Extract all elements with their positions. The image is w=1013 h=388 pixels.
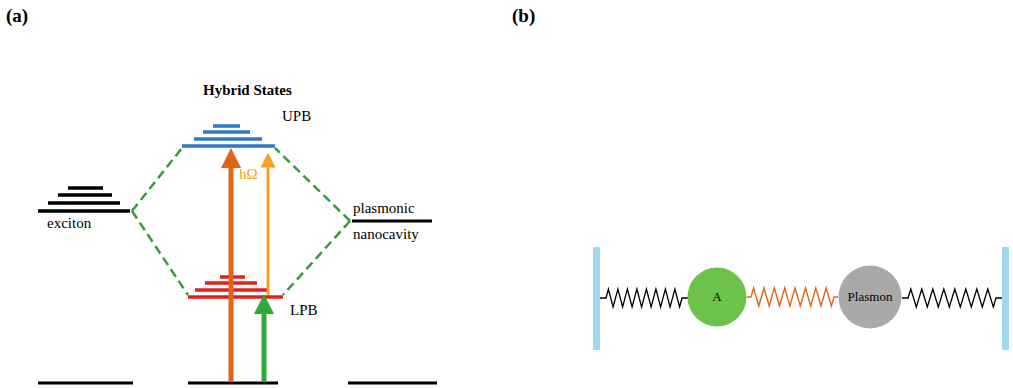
node-label: Plasmon [848, 289, 893, 305]
pump-arrow [229, 158, 234, 381]
coupling-spring [747, 288, 838, 306]
photon-energy: hΩ [239, 166, 258, 183]
ground-levels [38, 382, 437, 385]
wall [593, 247, 600, 350]
upb-levels [182, 126, 275, 146]
branch-label: LPB [290, 302, 318, 319]
panel-label: (a) [6, 5, 28, 27]
exciton-levels [38, 188, 130, 211]
panel-label: (b) [512, 5, 535, 27]
wall [1002, 247, 1009, 350]
spring [600, 289, 688, 307]
coupling-dashes [132, 148, 350, 295]
plasmon-level [352, 220, 432, 223]
state-label: exciton [47, 215, 91, 232]
oscillator-circle: A [687, 267, 747, 327]
photon-arrow [267, 160, 270, 295]
state-label: plasmonic nanocavity [353, 195, 443, 247]
excitation-arrow [262, 304, 267, 381]
plasmon-circle: Plasmon [838, 265, 902, 329]
node-label: A [712, 289, 721, 305]
branch-label: UPB [282, 108, 311, 125]
heading: Hybrid States [203, 82, 292, 99]
spring [902, 289, 1002, 307]
